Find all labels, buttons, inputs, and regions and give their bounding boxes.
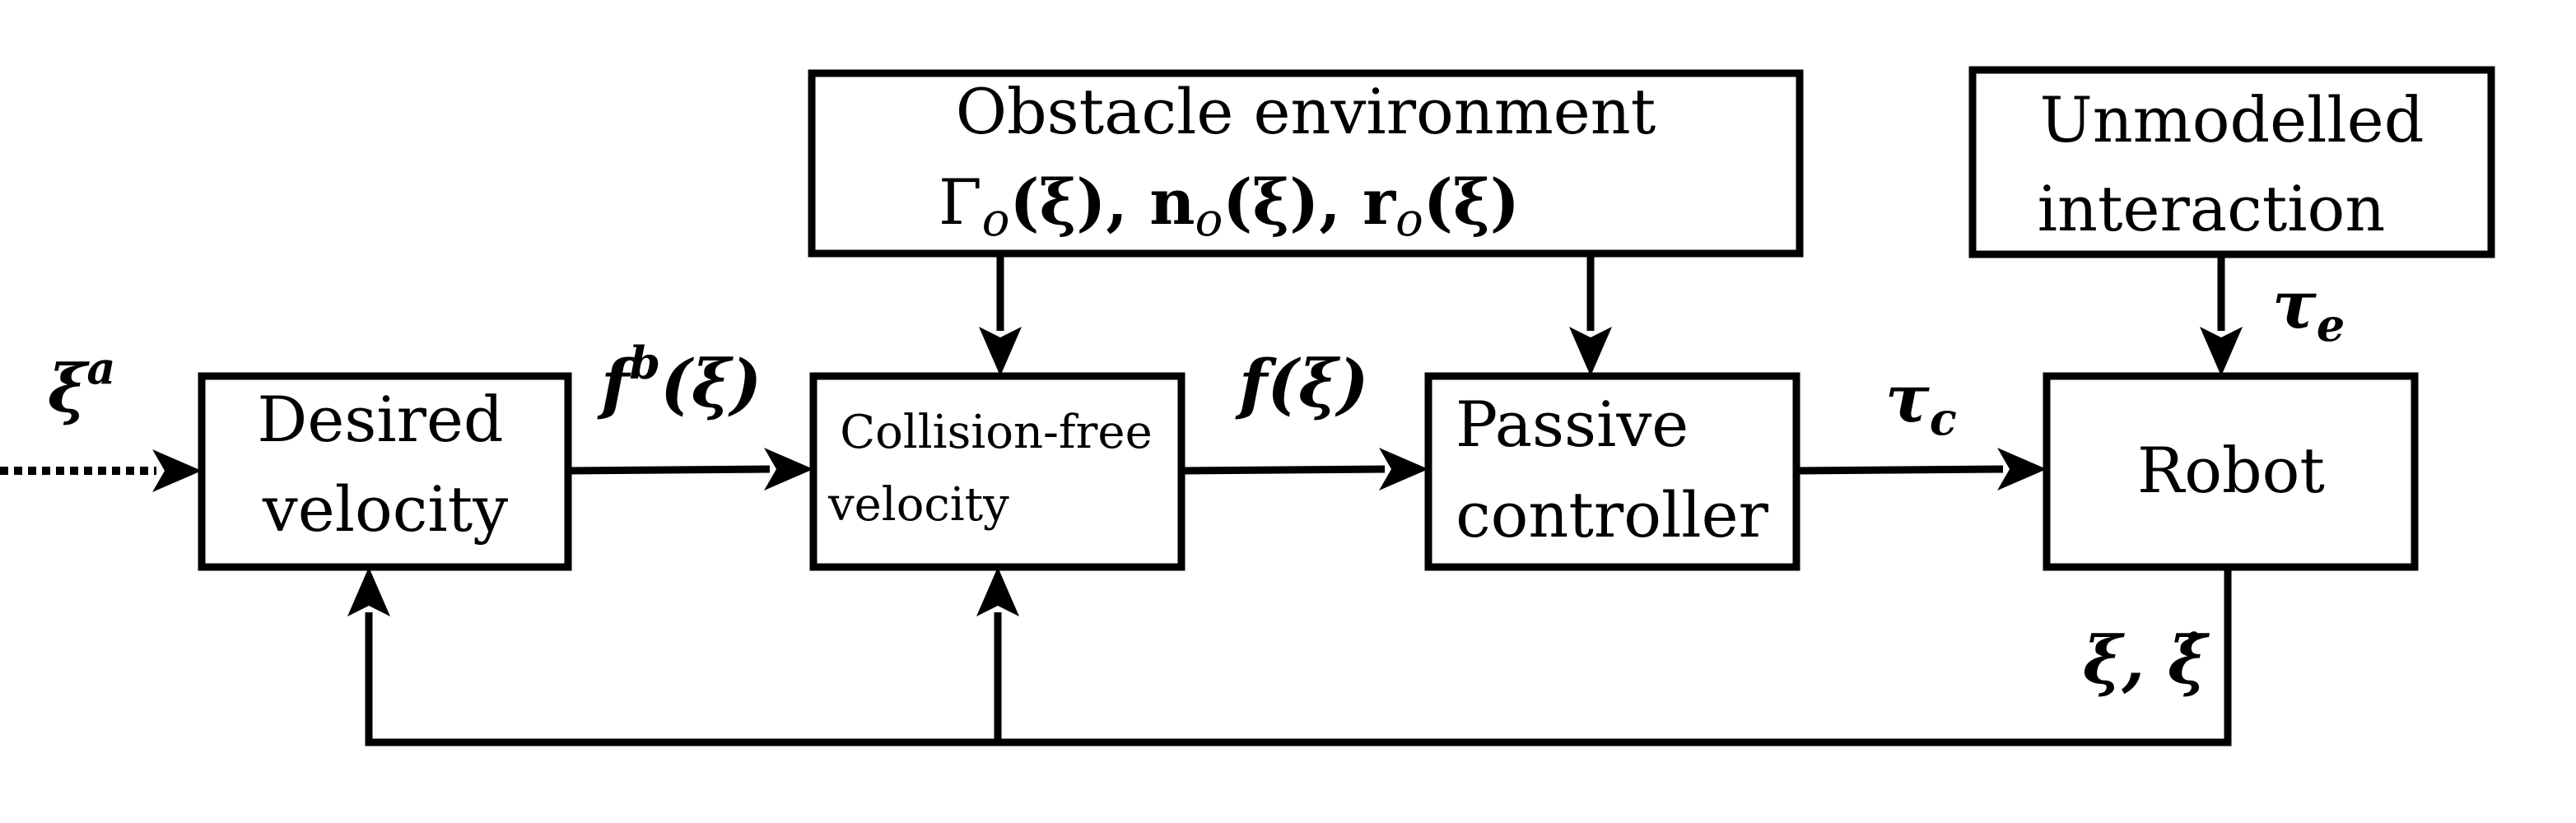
obstacle-label-line1: Obstacle environment (956, 75, 1656, 148)
f-signal-label: f(ξ) (1235, 345, 1369, 422)
obstacle-to-passive-arrowhead (1569, 327, 1612, 376)
tau-c-signal-label: τc (1885, 360, 1957, 445)
feedback-loop-line (365, 567, 2232, 746)
obstacle-environment-block (808, 69, 1804, 258)
f-arrowhead (1379, 448, 1428, 491)
robot-label: Robot (2137, 434, 2325, 507)
passive-label-line2: controller (1456, 478, 1768, 551)
fb-signal-line (567, 465, 771, 475)
unmodelled-interaction-block (1968, 66, 2495, 258)
feedback-to-desired-arrowhead (347, 567, 390, 616)
tau-c-arrowhead (1997, 448, 2047, 491)
feedback-to-collision-arrowhead (976, 567, 1019, 616)
fb-signal-label: fb(ξ) (597, 337, 762, 422)
unmodelled-label-line2: interaction (2038, 172, 2386, 245)
desired-label-line2: velocity (262, 472, 508, 546)
state-feedback-label: ξ, ξ̇ (2083, 621, 2210, 699)
passive-controller-block (1424, 372, 1800, 571)
obstacle-label-line2: Γo(ξ), no(ξ), ro(ξ) (939, 165, 1520, 247)
unmodelled-to-robot-arrowhead (2200, 327, 2243, 376)
input-arrowhead (152, 449, 202, 492)
desired-velocity-block (198, 372, 572, 571)
tau-e-signal-label: τe (2272, 266, 2345, 351)
passive-label-line1: Passive (1456, 388, 1689, 461)
unmodelled-label-line1: Unmodelled (2040, 83, 2425, 156)
collision-free-velocity-block (809, 372, 1186, 571)
collision-label-line2: velocity (827, 478, 1009, 532)
fb-arrowhead (764, 448, 813, 491)
input-signal-label: ξa (48, 342, 115, 427)
collision-label-line1: Collision-free (840, 406, 1152, 459)
f-signal-line (1181, 465, 1386, 475)
desired-label-line1: Desired (257, 383, 503, 456)
tau-c-signal-line (1796, 465, 2004, 475)
obstacle-to-collision-arrowhead (979, 327, 1022, 376)
